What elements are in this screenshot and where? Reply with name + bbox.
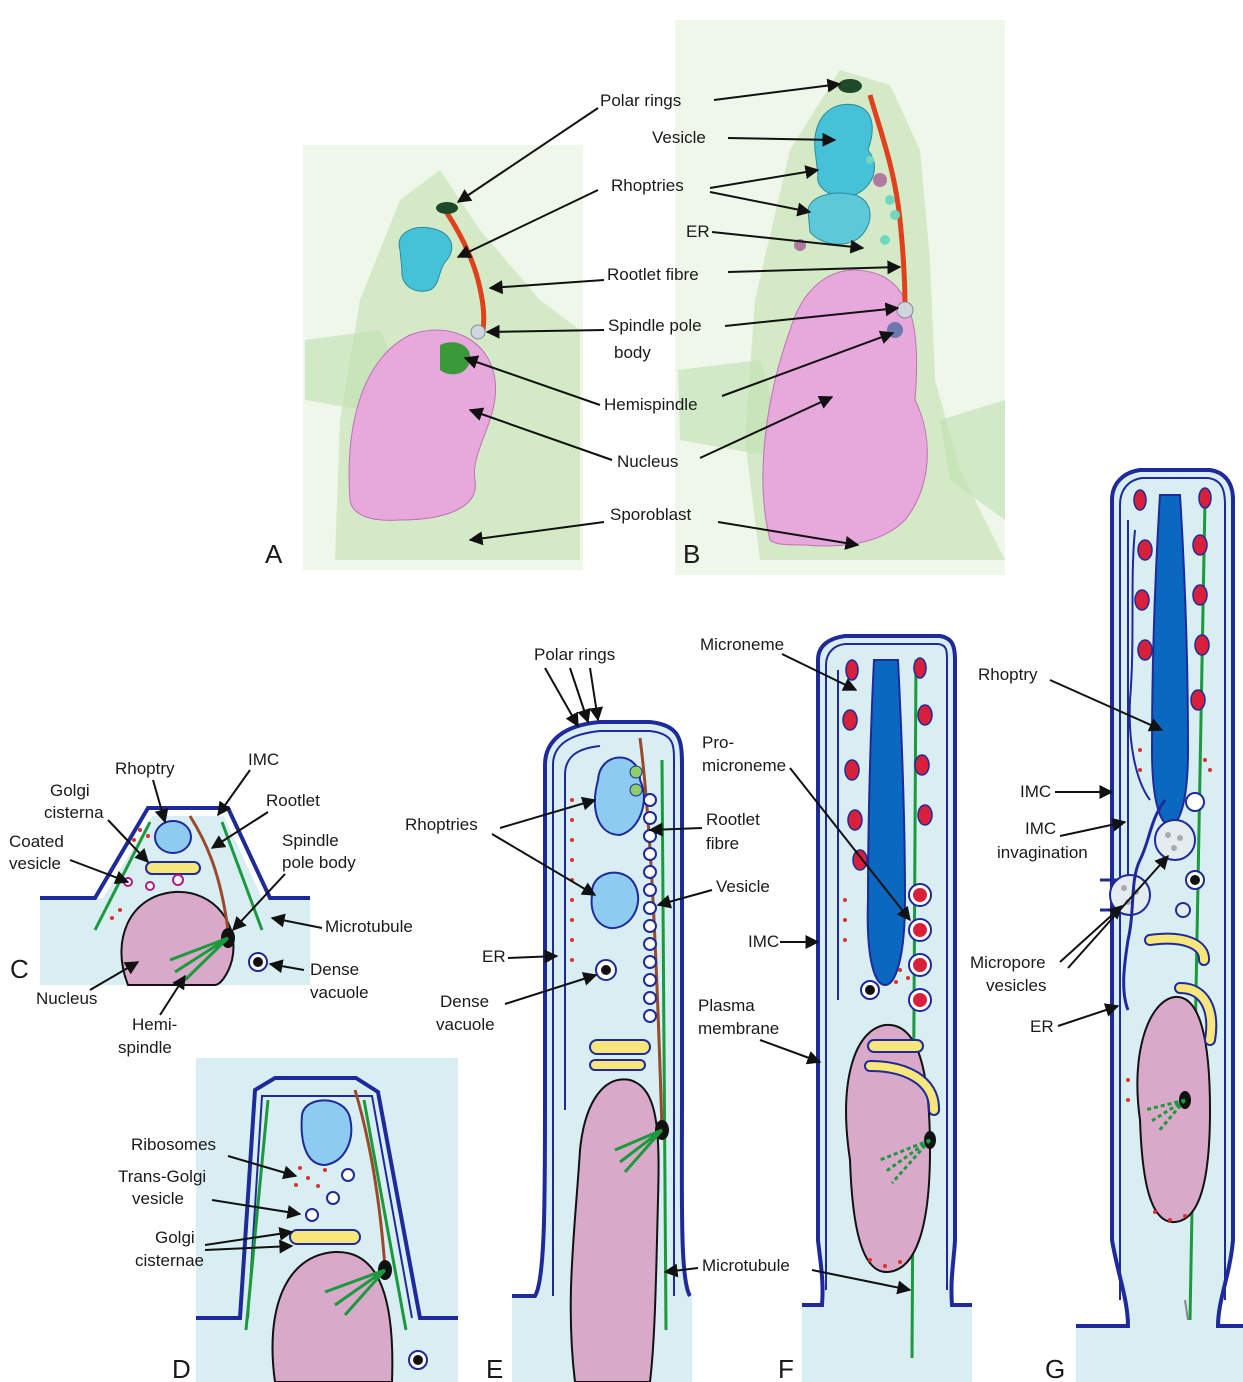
label-spindle-c: Spindle — [282, 831, 339, 850]
label-microtubule-f: Microtubule — [702, 1256, 790, 1275]
label-hemi-spindle: spindle — [118, 1038, 172, 1057]
label-hemispindle: Hemispindle — [604, 395, 698, 414]
panel-label-a: A — [265, 539, 283, 569]
label-rootlet-c: Rootlet — [266, 791, 320, 810]
label-rhoptry-g: Rhoptry — [978, 665, 1038, 684]
label-micropore: Micropore — [970, 953, 1046, 972]
panel-a-render — [303, 145, 583, 570]
label-er-e: ER — [482, 947, 506, 966]
label-nucleus-c: Nucleus — [36, 989, 97, 1008]
label-vesicle: Vesicle — [652, 128, 706, 147]
label-sporoblast: Sporoblast — [610, 505, 692, 524]
label-promic: Pro- — [702, 733, 734, 752]
label-dense-c: Dense — [310, 960, 359, 979]
label-hemi: Hemi- — [132, 1015, 177, 1034]
label-imc-g: IMC — [1020, 782, 1051, 801]
panel-d-diagram — [196, 1058, 458, 1382]
label-rhoptries-e: Rhoptries — [405, 815, 478, 834]
label-microtubule-c: Microtubule — [325, 917, 413, 936]
panel-label-b: B — [683, 539, 700, 569]
label-rootlet-fibre: Rootlet fibre — [607, 265, 699, 284]
label-plasma-membrane: membrane — [698, 1019, 779, 1038]
panel-f-diagram — [802, 636, 972, 1382]
label-spindle-pole-body: body — [614, 343, 651, 362]
label-trans-golgi: Trans-Golgi — [118, 1167, 206, 1186]
label-promicroneme: microneme — [702, 756, 786, 775]
panel-c-diagram — [40, 808, 310, 985]
label-er-ab: ER — [686, 222, 710, 241]
label-microneme: Microneme — [700, 635, 784, 654]
label-rhoptry-c: Rhoptry — [115, 759, 175, 778]
label-dense-vacuole-e: vacuole — [436, 1015, 495, 1034]
label-golgi-c: Golgi — [50, 781, 90, 800]
label-imc-c: IMC — [248, 750, 279, 769]
label-fibre-e: fibre — [706, 834, 739, 853]
label-polar-rings: Polar rings — [600, 91, 681, 110]
label-golgi-cisternae: cisternae — [135, 1251, 204, 1270]
label-golgi-d: Golgi — [155, 1228, 195, 1247]
panel-e-diagram — [512, 722, 692, 1382]
label-spindle-pole: Spindle pole — [608, 316, 702, 335]
label-dense-e: Dense — [440, 992, 489, 1011]
label-rhoptries-ab: Rhoptries — [611, 176, 684, 195]
label-imc-inv: IMC — [1025, 819, 1056, 838]
label-imc-invagination: invagination — [997, 843, 1088, 862]
label-dense-vacuole-c: vacuole — [310, 983, 369, 1002]
label-plasma: Plasma — [698, 996, 755, 1015]
label-ribosomes: Ribosomes — [131, 1135, 216, 1154]
label-trans-vesicle: vesicle — [132, 1189, 184, 1208]
label-rootlet-e: Rootlet — [706, 810, 760, 829]
label-coated-vesicle: vesicle — [9, 854, 61, 873]
panel-label-d: D — [172, 1354, 191, 1382]
label-polar-rings-e: Polar rings — [534, 645, 615, 664]
label-pole-body-c: pole body — [282, 853, 356, 872]
panel-label-c: C — [10, 954, 29, 984]
label-er-g: ER — [1030, 1017, 1054, 1036]
label-coated: Coated — [9, 832, 64, 851]
label-imc-f: IMC — [748, 932, 779, 951]
panel-label-f: F — [778, 1354, 794, 1382]
panel-b-render — [675, 20, 1005, 575]
label-vesicle-e: Vesicle — [716, 877, 770, 896]
label-nucleus-ab: Nucleus — [617, 452, 678, 471]
panel-label-g: G — [1045, 1354, 1065, 1382]
panel-label-e: E — [486, 1354, 503, 1382]
label-micropore-vesicles: vesicles — [986, 976, 1046, 995]
label-golgi-cisterna: cisterna — [44, 803, 104, 822]
